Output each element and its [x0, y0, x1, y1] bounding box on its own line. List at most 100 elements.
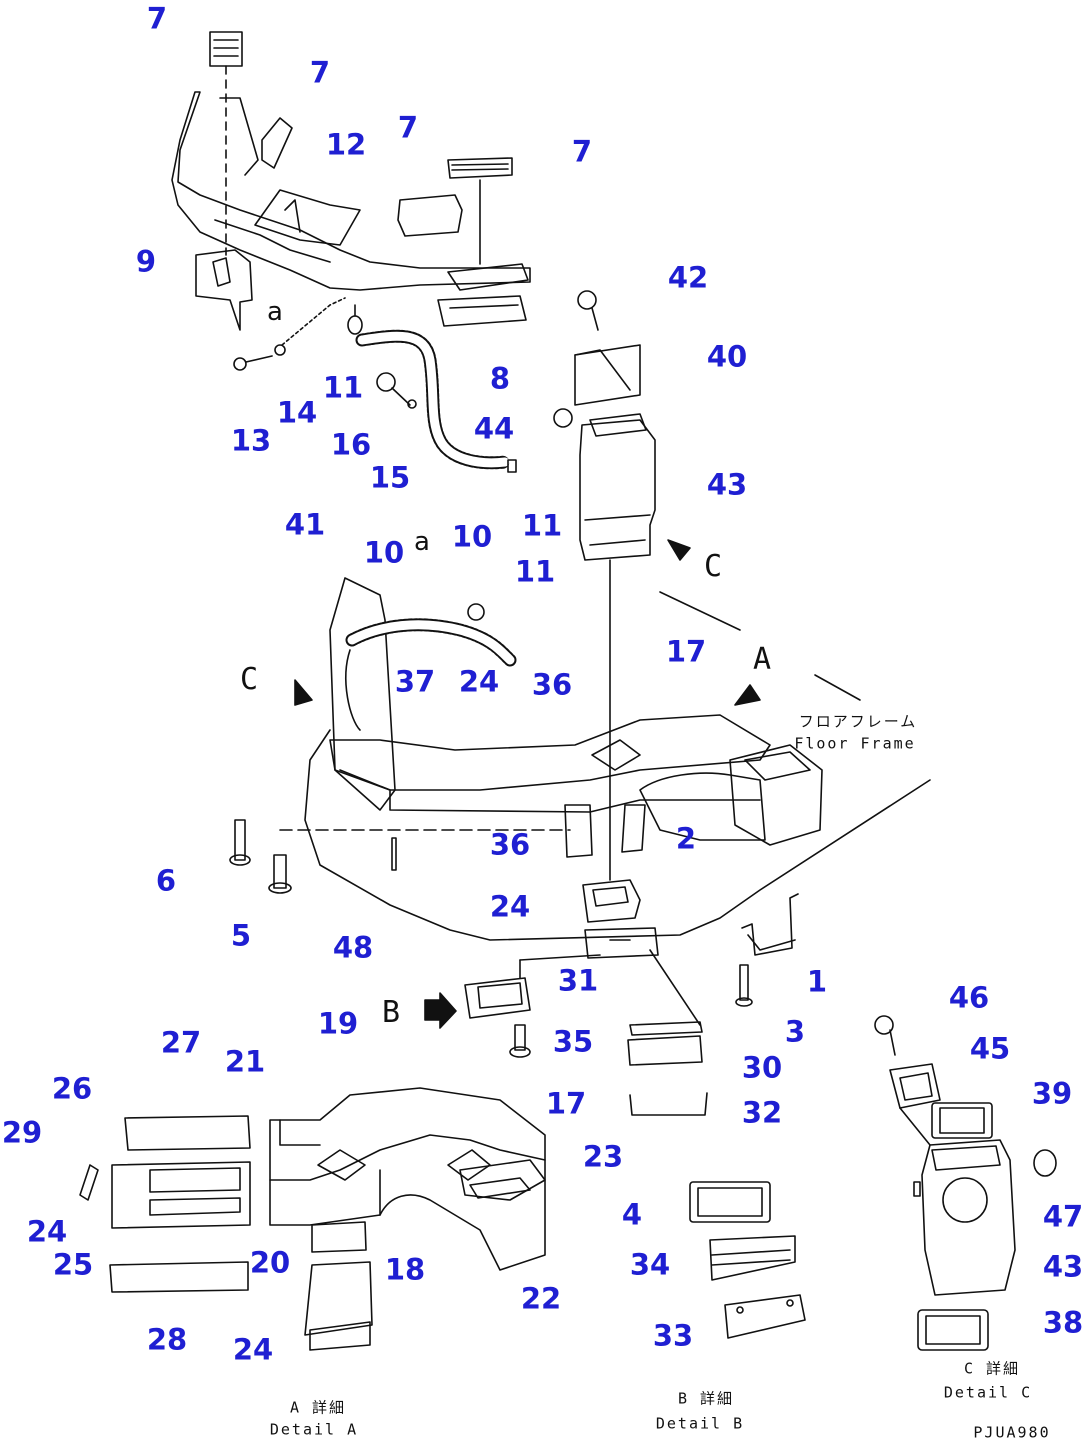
view-arrow-b: [424, 992, 457, 1029]
bolt-3: [735, 964, 753, 1007]
callout-21: 21: [224, 1044, 266, 1079]
callout-24: 24: [489, 889, 531, 924]
hose-10-lower-core: [347, 620, 515, 665]
clip-11-lower: [467, 603, 485, 621]
callout-11: 11: [521, 508, 563, 543]
callout-19: 19: [317, 1006, 359, 1041]
callout-17: 17: [665, 634, 707, 669]
strip-27: [124, 1115, 251, 1151]
callout-42: 42: [667, 260, 709, 295]
strip-26-25: [111, 1161, 251, 1229]
reference-letter: a: [414, 527, 430, 557]
washer-14: [274, 344, 286, 356]
clamp-15: [407, 399, 417, 409]
callout-44: 44: [473, 411, 515, 446]
view-letter-b: B: [381, 995, 401, 1030]
view-arrow-a: [734, 684, 761, 706]
detail-a-label-en: Detail A: [269, 1420, 359, 1439]
view-letter-c: C: [239, 662, 259, 697]
clip-11-mid: [507, 459, 517, 473]
callout-43: 43: [1042, 1249, 1084, 1284]
grille-7-side: [261, 117, 293, 169]
callout-24: 24: [458, 664, 500, 699]
callout-38: 38: [1042, 1305, 1084, 1340]
view-arrow-c: [294, 679, 313, 706]
callout-7: 7: [146, 1, 168, 36]
callout-6: 6: [155, 863, 177, 898]
callout-30: 30: [741, 1050, 783, 1085]
riser-duct-41: [329, 577, 396, 811]
callout-15: 15: [369, 460, 411, 495]
view-letter-a: A: [752, 642, 772, 677]
callout-27: 27: [160, 1025, 202, 1060]
floor-frame-label-en: Floor Frame: [794, 734, 916, 753]
nut-44: [553, 408, 573, 428]
callout-11: 11: [322, 370, 364, 405]
duct-43-detail: [913, 1139, 1016, 1296]
callout-24: 24: [26, 1214, 68, 1249]
callout-41: 41: [284, 507, 326, 542]
callout-7: 7: [397, 110, 419, 145]
callout-33: 33: [652, 1318, 694, 1353]
outlet-7-mid: [397, 194, 463, 237]
view-letter-c: C: [703, 549, 723, 584]
duct-24-detail-a: [304, 1221, 373, 1351]
callout-24: 24: [232, 1332, 274, 1367]
detail-c-label-en: Detail C: [943, 1383, 1033, 1402]
detail-a-label-jp: A 詳細: [289, 1398, 347, 1417]
vent-9: [195, 249, 253, 331]
bolt-35: [509, 1024, 531, 1058]
strip-28: [109, 1261, 249, 1293]
screw-13: [233, 355, 273, 371]
callout-10: 10: [363, 535, 405, 570]
outlet-box-17: [729, 744, 823, 846]
callout-16: 16: [330, 427, 372, 462]
nut-47: [1033, 1149, 1057, 1177]
bolt-6: [229, 819, 251, 866]
callout-18: 18: [384, 1252, 426, 1287]
callout-23: 23: [582, 1139, 624, 1174]
callout-17: 17: [545, 1086, 587, 1121]
gasket-38: [917, 1309, 989, 1351]
front-duct-12: [171, 91, 531, 291]
outlet-7-right: [447, 157, 513, 179]
detail-c-label-jp: C 詳細: [963, 1359, 1021, 1378]
callout-25: 25: [52, 1247, 94, 1282]
pin-48: [391, 837, 397, 871]
gasket-39: [931, 1102, 993, 1139]
tab-29: [79, 1164, 99, 1201]
callout-32: 32: [741, 1095, 783, 1130]
bolt-42: [577, 290, 599, 331]
clip-11-upper: [347, 304, 363, 335]
bracket-31: [584, 927, 659, 959]
callout-7: 7: [309, 55, 331, 90]
callout-31: 31: [557, 963, 599, 998]
callout-8: 8: [489, 361, 511, 396]
connector-a: [281, 297, 346, 346]
callout-20: 20: [249, 1245, 291, 1280]
callout-10: 10: [451, 519, 493, 554]
callout-35: 35: [552, 1024, 594, 1059]
joint-36: [564, 804, 646, 858]
callout-26: 26: [51, 1071, 93, 1106]
floor-frame-label-jp: フロアフレーム: [798, 712, 918, 731]
callout-29: 29: [1, 1115, 43, 1150]
callout-37: 37: [394, 664, 436, 699]
duct-34: [709, 1235, 796, 1281]
bolt-16: [376, 372, 411, 406]
callout-11: 11: [514, 554, 556, 589]
callout-48: 48: [332, 930, 374, 965]
drawing-code: PJUA980: [973, 1423, 1051, 1442]
hose-10-upper-core: [357, 331, 510, 468]
callout-12: 12: [325, 127, 367, 162]
main-duct-17: [329, 714, 771, 841]
duct-19: [269, 1087, 546, 1181]
bracket-32: [629, 1092, 708, 1116]
callout-4: 4: [621, 1197, 643, 1232]
bracket-40: [574, 344, 641, 406]
assembly-line: [649, 949, 701, 1026]
bolt-5: [268, 854, 292, 894]
callout-5: 5: [230, 918, 252, 953]
callout-7: 7: [571, 134, 593, 169]
callout-47: 47: [1042, 1199, 1084, 1234]
